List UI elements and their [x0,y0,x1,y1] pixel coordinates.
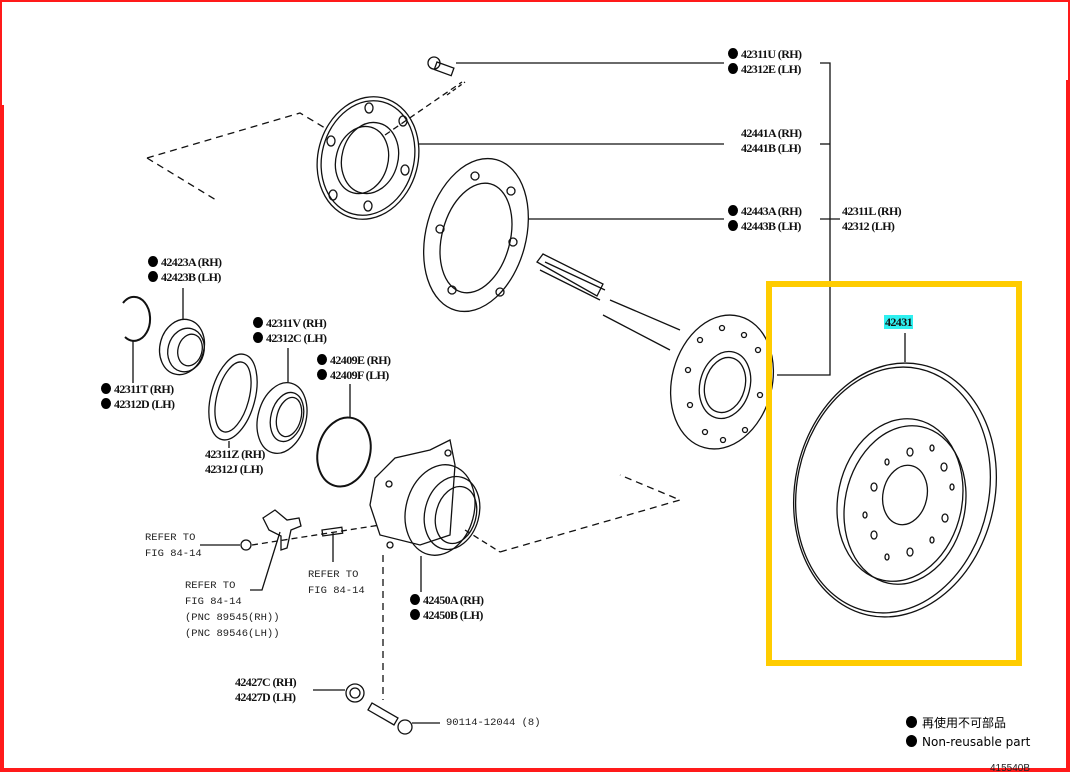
label-o-ring[interactable]: 42409E (RH) 42409F (LH) [317,353,391,383]
label-bolt-top[interactable]: 42311U (RH) 42312E (LH) [728,47,802,77]
reference-note-3[interactable]: REFER TO FIG 84-14 [308,567,365,599]
reference-line: (PNC 89546(LH)) [185,628,280,640]
assembly-dashed-outline-right [499,474,682,553]
gasket-icon [423,157,529,313]
reference-note-2[interactable]: REFER TO FIG 84-14 (PNC 89545(RH)) (PNC … [185,578,280,642]
label-axle-shaft[interactable]: 42311L (RH) 42312 (LH) [842,204,902,234]
oil-seal-icon [256,382,308,454]
part-number: 90114-12044 (8) [446,717,541,729]
non-reusable-dot-icon [101,398,111,409]
bolt-dashed-guide [384,81,463,136]
label-bearing-inner[interactable]: 42423A (RH) 42423B (LH) [148,255,222,285]
figure-number: 415540B [990,763,1031,772]
part-number-rh: 42423A (RH) [161,255,222,269]
non-reusable-dot-icon [317,354,327,365]
non-reusable-dot-icon [728,220,738,231]
legend-text-en: Non-reusable part [922,735,1031,749]
label-snap-ring[interactable]: 42311T (RH) 42312D (LH) [101,382,175,412]
reference-line: REFER TO [145,532,196,544]
assembly-dashed-outline-lower [146,157,217,201]
bearing-icon [158,318,206,376]
part-number-rh: 42409E (RH) [330,353,391,367]
label-retainer[interactable]: 42441A (RH) 42441B (LH) [741,126,802,156]
hub-nut-icon [345,683,365,703]
spacer-ring-icon [208,353,258,441]
part-number-lh: 42409F (LH) [330,368,389,382]
leader-lines [132,62,906,724]
part-number-rh: 42311V (RH) [266,316,327,330]
legend-text-jp: 再使用不可部品 [922,716,1007,730]
label-nut[interactable]: 42427C (RH) 42427D (LH) [235,675,297,705]
brake-disc-icon [792,362,998,618]
o-ring-icon [316,416,372,488]
part-number-lh: 42312D (LH) [114,397,175,411]
reference-note-1[interactable]: REFER TO FIG 84-14 [145,530,202,562]
non-reusable-dot-icon [410,594,420,605]
non-reusable-dot-icon [906,735,917,747]
legend: 再使用不可部品 Non-reusable part [906,714,1030,752]
frame-border-bottom [0,768,1070,772]
hub-bolt-icon [367,702,413,735]
part-number-rh: 42311T (RH) [114,382,174,396]
non-reusable-dot-icon [728,63,738,74]
assembly-dashed-outline [146,112,326,159]
frame-border-right-thick [1066,80,1070,772]
bolt-dashed-guide-2 [446,81,466,96]
part-number-lh: 42450B (LH) [423,608,483,622]
reference-line: FIG 84-14 [145,548,202,560]
part-number-lh: 42312J (LH) [205,462,263,476]
hub-dashed-guide [464,529,501,553]
part-number-rh: 42311L (RH) [842,204,902,218]
non-reusable-dot-icon [148,271,158,282]
reference-line: (PNC 89545(RH)) [185,612,280,624]
reference-line: FIG 84-14 [185,596,242,608]
highlight-box-disc [766,281,1022,666]
non-reusable-dot-icon [728,48,738,59]
non-reusable-dot-icon [906,716,917,728]
part-number-lh: 42427D (LH) [235,690,296,704]
non-reusable-dot-icon [410,609,420,620]
non-reusable-dot-icon [253,332,263,343]
bearing-case-icon [369,439,481,556]
label-bearing-case[interactable]: 42450A (RH) 42450B (LH) [410,593,484,623]
part-number-lh: 42443B (LH) [741,219,801,233]
part-number-lh: 42312 (LH) [842,219,895,233]
axle-shaft-icon [536,253,775,450]
sensor-dashed-guide [251,524,381,546]
part-number-rh: 42441A (RH) [741,126,802,140]
non-reusable-dot-icon [728,205,738,216]
reference-line: REFER TO [308,569,359,581]
part-number-rh: 42311U (RH) [741,47,802,61]
non-reusable-dot-icon [101,383,111,394]
snap-ring-icon [122,295,152,342]
frame-border-top [0,0,1070,2]
part-number-rh: 42450A (RH) [423,593,484,607]
label-disc[interactable]: 42431 [884,315,914,330]
part-number-lh: 42423B (LH) [161,270,221,284]
reference-line: FIG 84-14 [308,585,365,597]
part-number-lh: 42312E (LH) [741,62,801,76]
non-reusable-dot-icon [148,256,158,267]
label-spacer[interactable]: 42311Z (RH) 42312J (LH) [205,447,265,477]
part-number-rh: 42443A (RH) [741,204,802,218]
part-number-lh: 42312C (LH) [266,331,327,345]
reference-line: REFER TO [185,580,236,592]
part-number-rh: 42311Z (RH) [205,447,265,461]
part-number-highlighted: 42431 [884,315,914,329]
non-reusable-dot-icon [253,317,263,328]
label-hub-bolt[interactable]: 90114-12044 (8) [446,715,541,731]
label-gasket[interactable]: 42443A (RH) 42443B (LH) [728,204,802,234]
non-reusable-dot-icon [317,369,327,380]
part-number-rh: 42427C (RH) [235,675,297,689]
frame-border-left-thick [0,105,4,772]
retainer-plate-icon [316,96,420,220]
label-oil-seal[interactable]: 42311V (RH) 42312C (LH) [253,316,327,346]
part-number-lh: 42441B (LH) [741,141,801,155]
bolt-top-icon [427,56,455,77]
